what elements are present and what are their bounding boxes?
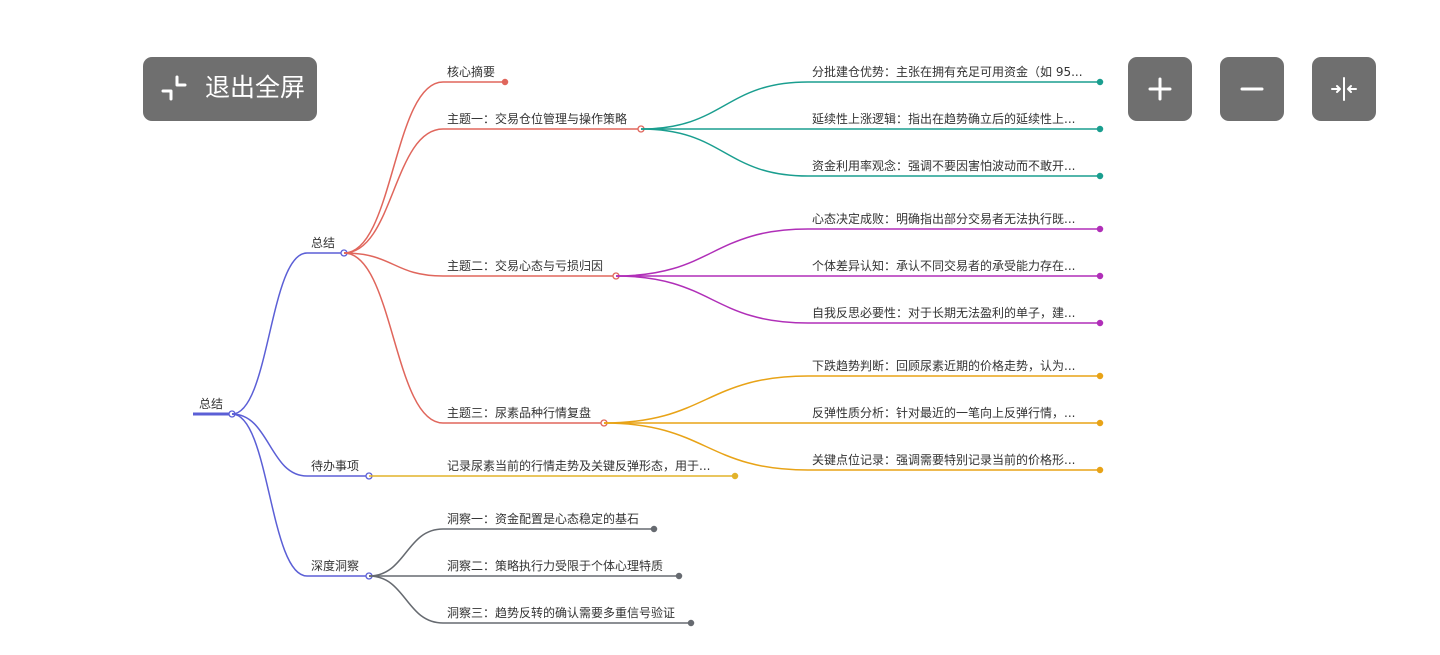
mindmap-node[interactable]: 延续性上涨逻辑：指出在趋势确立后的延续性上...	[812, 112, 1076, 126]
connector-line	[640, 81, 809, 130]
mindmap-node[interactable]: 洞察二：策略执行力受限于个体心理特质	[447, 559, 664, 573]
mindmap-node[interactable]: 反弹性质分析：针对最近的一笔向上反弹行情，...	[812, 406, 1076, 420]
exit-fullscreen-label: 退出全屏	[205, 73, 306, 102]
node-end-dot	[501, 78, 509, 86]
connector-line	[343, 81, 444, 254]
exit-fullscreen-button[interactable]: 退出全屏	[143, 57, 317, 121]
node-end-dot	[1096, 78, 1104, 86]
connector-line	[231, 413, 308, 477]
mindmap-node[interactable]: 关键点位记录：强调需要特别记录当前的价格形...	[812, 453, 1076, 467]
mindmap-node[interactable]: 心态决定成败：明确指出部分交易者无法执行既...	[812, 212, 1076, 226]
node-end-dot	[1096, 272, 1104, 280]
connector-line	[615, 275, 809, 324]
mindmap-node[interactable]: 记录尿素当前的行情走势及关键反弹形态，用于...	[447, 459, 711, 473]
mindmap-node[interactable]: 资金利用率观念：强调不要因害怕波动而不敢开...	[812, 159, 1076, 173]
connector-line	[640, 128, 809, 177]
node-end-dot	[1096, 319, 1104, 327]
node-end-dot	[1096, 419, 1104, 427]
fit-view-button[interactable]	[1312, 57, 1376, 121]
connector-line	[231, 413, 308, 577]
fit-view-icon	[1331, 77, 1357, 101]
node-end-dot	[687, 619, 695, 627]
mindmap-node[interactable]: 分批建仓优势：主张在拥有充足可用资金（如 95...	[812, 65, 1083, 79]
connector-line	[343, 252, 444, 277]
connector-line	[368, 528, 444, 577]
mindmap-node[interactable]: 洞察三：趋势反转的确认需要多重信号验证	[447, 606, 676, 620]
zoom-in-button[interactable]	[1128, 57, 1192, 121]
mindmap-node[interactable]: 自我反思必要性：对于长期无法盈利的单子，建...	[812, 306, 1076, 320]
plus-icon	[1148, 77, 1172, 101]
mindmap-node[interactable]: 深度洞察	[311, 559, 360, 573]
minus-icon	[1240, 87, 1264, 91]
connector-line	[343, 128, 444, 254]
node-end-dot	[1096, 466, 1104, 474]
mindmap-node[interactable]: 主题三：尿素品种行情复盘	[447, 406, 592, 420]
mindmap-node[interactable]: 下跌趋势判断：回顾尿素近期的价格走势，认为...	[812, 359, 1076, 373]
mindmap-node[interactable]: 总结	[311, 236, 336, 250]
connector-line	[603, 375, 809, 424]
mindmap-node[interactable]: 待办事项	[311, 459, 360, 473]
mindmap-node[interactable]: 总结	[199, 397, 224, 411]
node-end-dot	[731, 472, 739, 480]
connector-line	[368, 575, 444, 624]
node-end-dot	[675, 572, 683, 580]
exit-fullscreen-icon	[161, 75, 187, 101]
connector-line	[603, 422, 809, 471]
node-end-dot	[1096, 125, 1104, 133]
mindmap-node[interactable]: 主题二：交易心态与亏损归因	[447, 259, 604, 273]
mindmap-node[interactable]: 主题一：交易仓位管理与操作策略	[447, 112, 628, 126]
node-end-dot	[650, 525, 658, 533]
zoom-out-button[interactable]	[1220, 57, 1284, 121]
connector-line	[343, 252, 444, 424]
mindmap-node[interactable]: 个体差异认知：承认不同交易者的承受能力存在...	[812, 259, 1076, 273]
connector-line	[615, 228, 809, 277]
node-end-dot	[1096, 225, 1104, 233]
mindmap-node[interactable]: 洞察一：资金配置是心态稳定的基石	[447, 512, 640, 526]
node-end-dot	[1096, 172, 1104, 180]
mindmap-node[interactable]: 核心摘要	[447, 65, 496, 79]
node-end-dot	[1096, 372, 1104, 380]
connector-line	[231, 252, 308, 415]
